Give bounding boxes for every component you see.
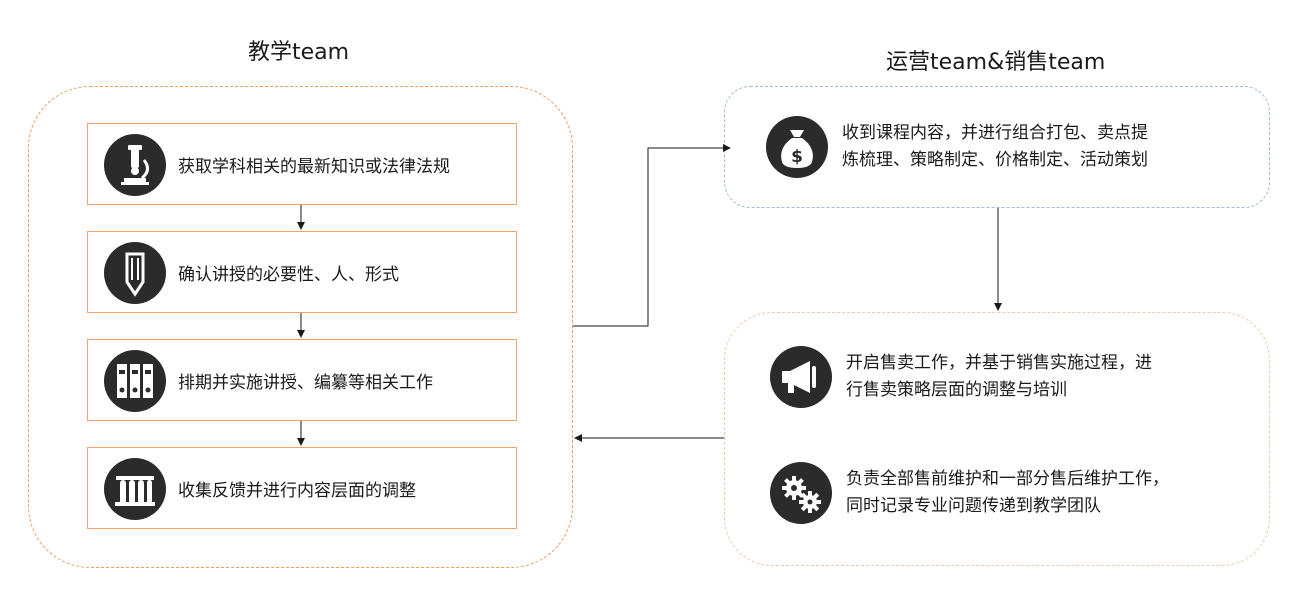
sales-team-group bbox=[724, 312, 1270, 566]
step-confirm-necessity: 确认讲授的必要性、人、形式 bbox=[87, 231, 517, 313]
step-acquire-knowledge: 获取学科相关的最新知识或法律法规 bbox=[87, 123, 517, 205]
binders-icon bbox=[104, 350, 166, 412]
note-line: 行售卖策略层面的调整与培训 bbox=[846, 380, 1067, 400]
sales-start-note: 开启售卖工作，并基于销售实施过程，进 行售卖策略层面的调整与培训 bbox=[770, 346, 1152, 408]
step-text: 获取学科相关的最新知识或法律法规 bbox=[178, 156, 450, 177]
money-bag-icon: $ bbox=[766, 116, 828, 178]
step-collect-feedback: 收集反馈并进行内容层面的调整 bbox=[87, 447, 517, 529]
test-tubes-icon bbox=[104, 458, 166, 520]
step-text: 排期并实施讲授、编纂等相关工作 bbox=[178, 372, 433, 393]
teaching-team-group bbox=[28, 86, 573, 568]
note-line: 同时记录专业问题传递到教学团队 bbox=[846, 496, 1101, 516]
svg-text:$: $ bbox=[791, 147, 803, 167]
teaching-team-title: 教学team bbox=[248, 40, 350, 65]
gears-icon bbox=[770, 462, 832, 524]
microscope-icon bbox=[104, 134, 166, 196]
note-line: 炼梳理、策略制定、价格制定、活动策划 bbox=[842, 150, 1148, 170]
step-schedule-teaching: 排期并实施讲授、编纂等相关工作 bbox=[87, 339, 517, 421]
step-text: 确认讲授的必要性、人、形式 bbox=[178, 264, 399, 285]
arrow-teaching-to-ops bbox=[573, 144, 731, 327]
sales-maintenance-note: 负责全部售前维护和一部分售后维护工作， 同时记录专业问题传递到教学团队 bbox=[770, 462, 1169, 524]
ops-package-note: $ 收到课程内容，并进行组合打包、卖点提 炼梳理、策略制定、价格制定、活动策划 bbox=[766, 116, 1148, 178]
ops-sales-team-title: 运营team&销售team bbox=[886, 50, 1106, 75]
note-line: 负责全部售前维护和一部分售后维护工作， bbox=[846, 469, 1169, 489]
step-text: 收集反馈并进行内容层面的调整 bbox=[178, 480, 416, 501]
note-line: 收到课程内容，并进行组合打包、卖点提 bbox=[842, 123, 1148, 143]
megaphone-icon bbox=[770, 346, 832, 408]
pen-icon bbox=[104, 242, 166, 304]
note-line: 开启售卖工作，并基于销售实施过程，进 bbox=[846, 353, 1152, 373]
